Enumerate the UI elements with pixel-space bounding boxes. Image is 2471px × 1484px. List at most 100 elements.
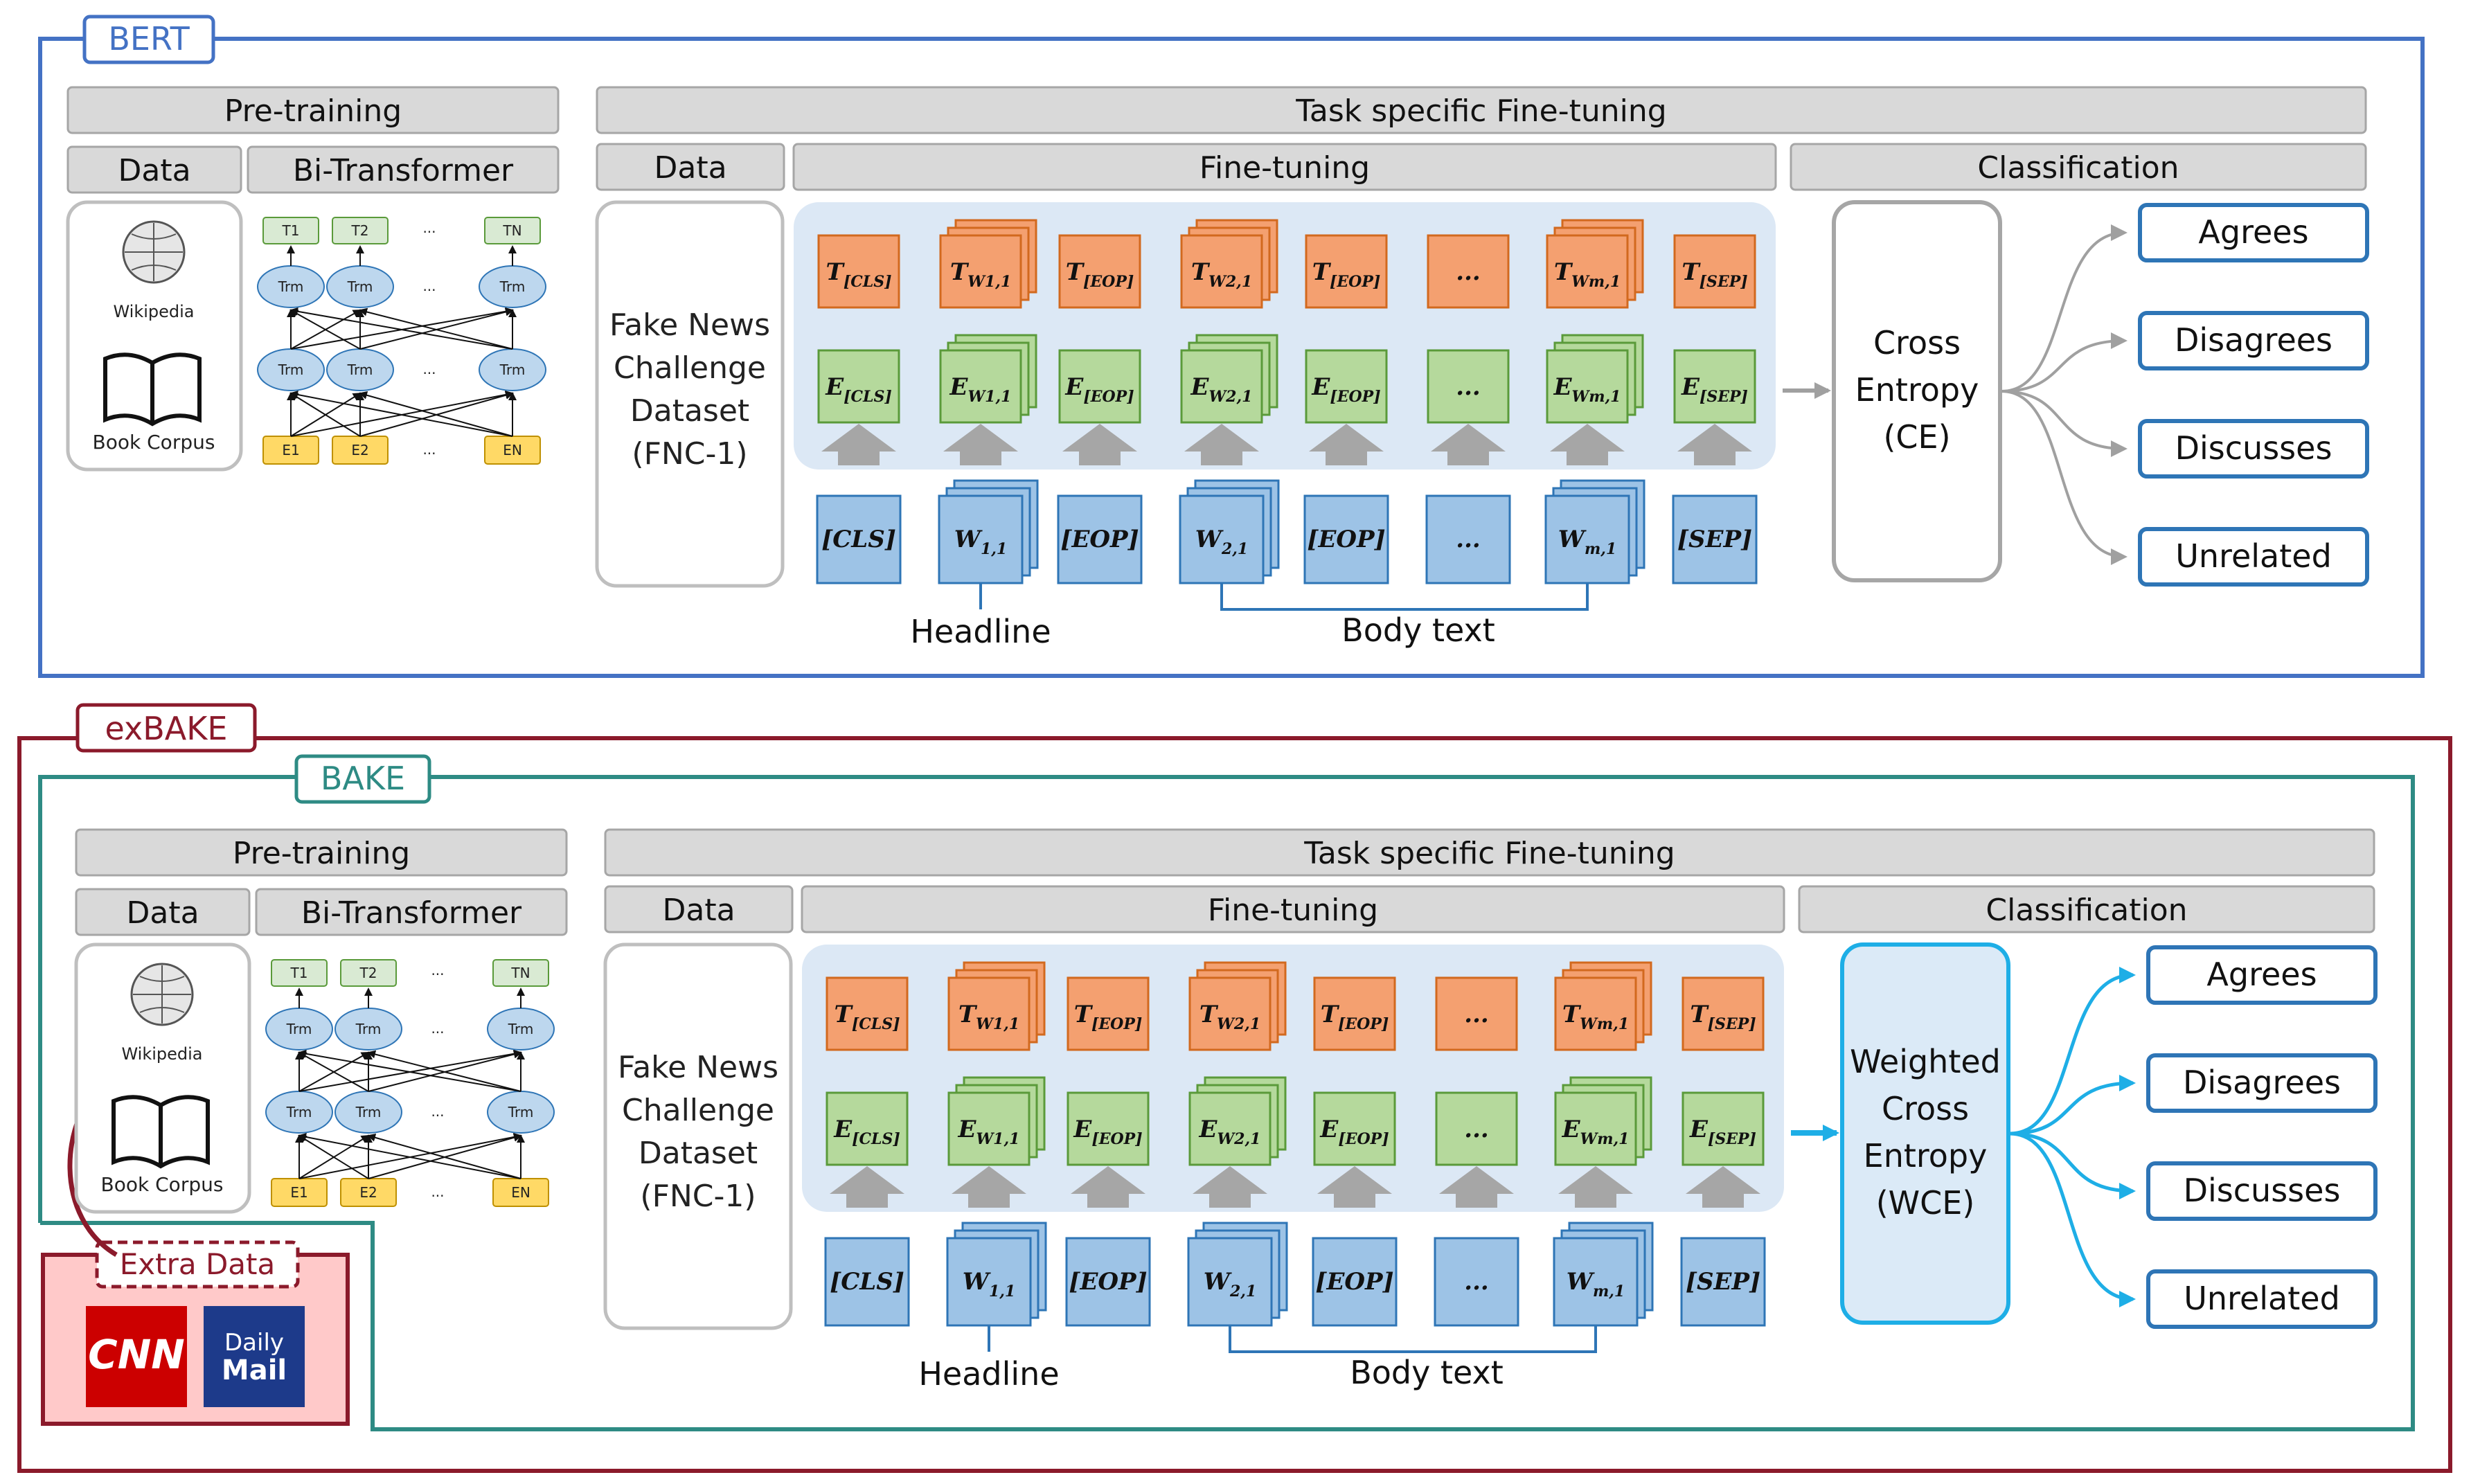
e-ellipsis: ... [422,441,436,458]
class-label-discusses: Discusses [2184,1172,2341,1209]
bi-transformer-label: Bi-Transformer [293,153,514,188]
trm-to-trm-edge [367,1050,521,1092]
fine-tuning-panel [802,945,1784,1212]
class-label-discusses: Discusses [2175,429,2332,467]
wikipedia-label: Wikipedia [121,1044,202,1064]
class-box-discusses [2146,1161,2378,1221]
w-token [1312,1237,1398,1327]
pretraining-bar [66,86,560,134]
e-token [1427,349,1510,424]
trm-to-trm-edge [298,1049,521,1092]
trm-label-bottom: Trm [499,361,526,378]
t-token [1435,976,1518,1051]
loss-box [1832,200,2002,582]
headline-label: Headline [910,613,1051,650]
t-output-label: T1 [290,965,308,981]
t-token-box [1313,976,1396,1051]
e-token [1435,1091,1518,1166]
pretraining-label: Pre-training [224,93,402,129]
w-token-box [1312,1237,1398,1327]
task-fine-tuning-label: Task specific Fine-tuning [1303,836,1675,871]
e-token-label: E[EOP] [1064,373,1134,406]
e-token [1067,1091,1150,1166]
w-token-label: [SEP] [1686,1268,1760,1296]
class-label-agrees: Agrees [2206,956,2317,993]
e-token-label: E[SEP] [1681,373,1748,406]
body-text-bracket [1220,583,1589,611]
t-token-label: T[CLS] [826,258,892,291]
task-fine-tuning-label: Task specific Fine-tuning [1295,93,1666,129]
t-token [1058,234,1141,309]
t-token-box [939,234,1022,309]
trm-label-top: Trm [508,1021,534,1037]
e-input-label: EN [511,1184,530,1201]
e-token-label: E[EOP] [1319,1116,1389,1148]
e-token-label: E[EOP] [1073,1116,1142,1148]
bert-tag-box [82,15,215,64]
t-token-label: T[SEP] [1690,1001,1756,1033]
e-token-box [826,1091,909,1166]
e-token-label: E[EOP] [1311,373,1380,406]
w-token-box [946,1237,1032,1327]
trm-ellipsis-top: ... [431,1020,444,1037]
t-token-label: T[EOP] [1321,1001,1389,1033]
e-token-box [817,349,900,424]
up-arrow-icon [943,424,1018,465]
t-output-box [492,959,549,987]
w-token [1680,1237,1766,1327]
body-text-label: Body text [1341,611,1495,649]
trm-label-top: Trm [286,1021,312,1037]
e-token [1058,349,1141,424]
w-token [1672,494,1758,584]
wikipedia-globe-lines [133,965,191,1023]
e-token-label: E[CLS] [833,1116,900,1148]
trm-label-bottom: Trm [278,361,304,378]
e-token-box [1188,1091,1272,1166]
e-token-box [1305,349,1388,424]
w-token-box [1179,494,1265,584]
bi-transformer-bar [247,145,560,194]
w-token-box [824,1237,910,1327]
up-arrow-icon [1317,1166,1392,1208]
class-arrow [2009,967,2136,1136]
e-token-box [1681,1091,1765,1166]
trm-label-bottom: Trm [347,361,373,378]
dataset-label-0: Fake News [609,307,770,343]
t-token-label: TW1,1 [950,258,1011,291]
dataset-label-1: Challenge [622,1093,774,1128]
w-token [816,494,902,584]
classification-bar [1790,143,2367,191]
book-corpus-label: Book Corpus [101,1173,224,1196]
loss-label-0: Cross [1873,324,1961,361]
trm-to-trm-edge [289,307,513,350]
e-token-label: E[CLS] [825,373,892,406]
class-label-unrelated: Unrelated [2175,537,2332,575]
extra-data-label: Extra Data [120,1247,276,1281]
w-token [1187,1222,1288,1327]
e-input-label: E2 [351,442,368,458]
class-label-unrelated: Unrelated [2184,1280,2340,1317]
w-token-label: Wm,1 [1558,526,1616,558]
w-token-label: ... [1456,526,1481,553]
t-token-box [1554,976,1637,1051]
e-token [1546,334,1644,424]
e-token-label: EWm,1 [1562,1116,1630,1148]
e-token-label: EW1,1 [958,1116,1020,1148]
t-token-label: T[CLS] [835,1001,900,1033]
t-token-box [1180,234,1263,309]
exbake-section: exBAKE BAKE Extra Data CNN Daily Mail [17,703,2452,1473]
task-fine-tuning-bar [596,86,2367,134]
pretrain-data-label: Data [118,153,190,188]
t-token-label: TW2,1 [1191,258,1252,291]
class-label-disagrees: Disagrees [2175,321,2332,359]
t-output-label: T2 [351,222,369,239]
t-token-label: T[EOP] [1074,1001,1143,1033]
trm-ellipsis-bottom: ... [431,1103,444,1120]
w-token-box [938,494,1024,584]
fine-tuning-panel [794,202,1776,470]
dataset-box [603,942,793,1330]
class-arrow [2009,1075,2136,1136]
w-token-label: W1,1 [954,526,1007,558]
